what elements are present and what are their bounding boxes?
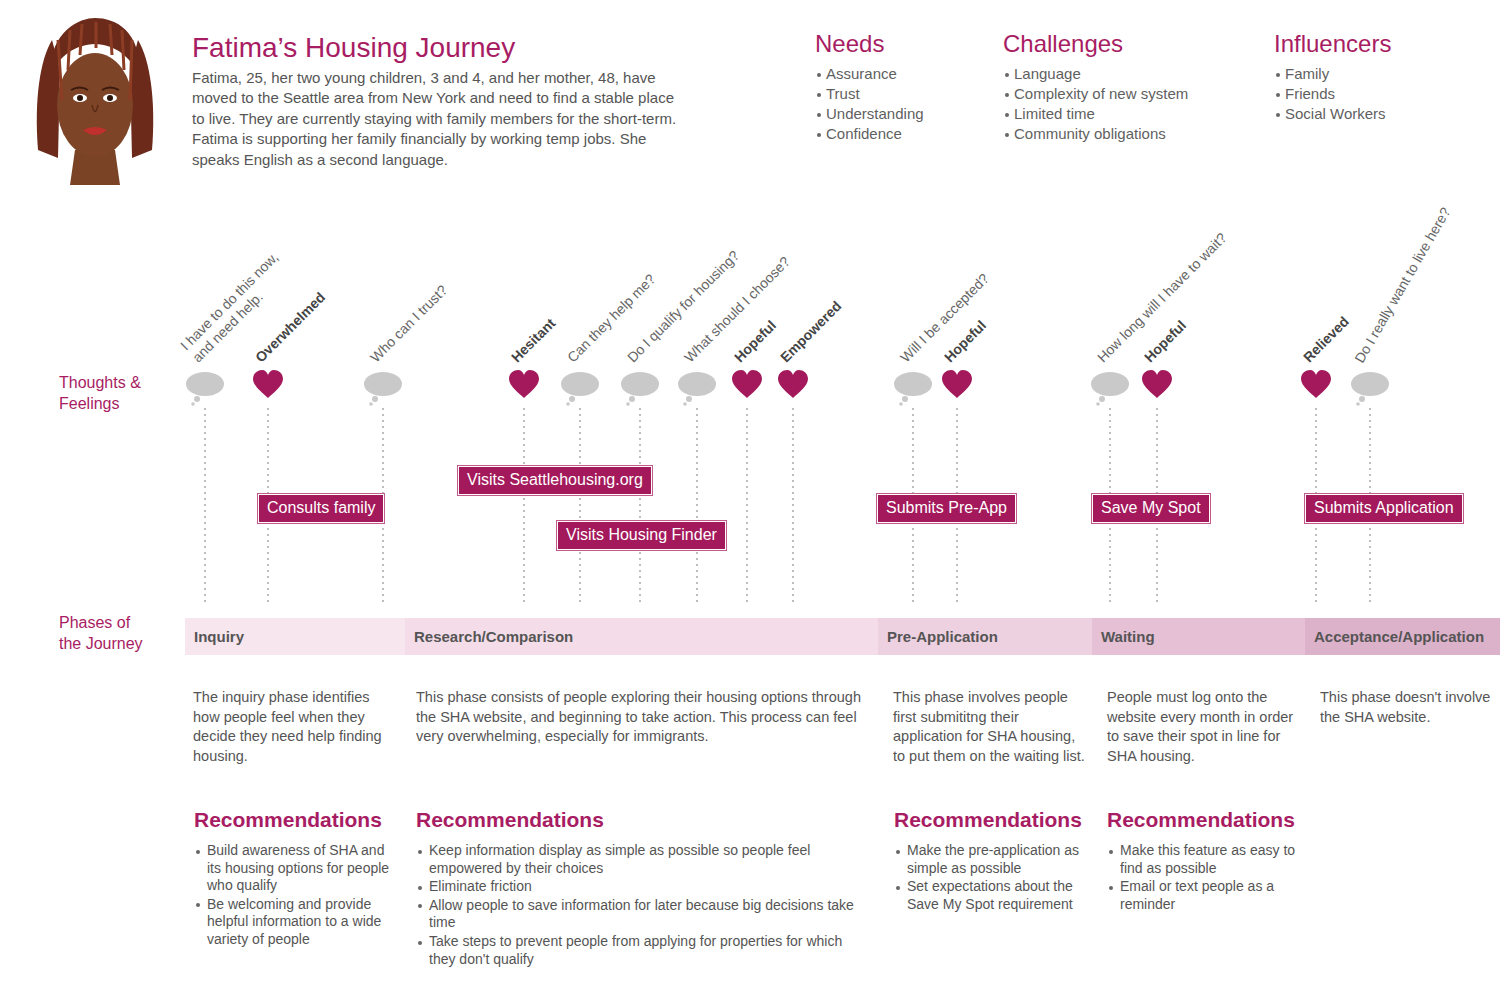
phase-name: Pre-Application <box>887 628 998 645</box>
list-item: Family <box>1274 65 1329 82</box>
recommendation-column: Keep information display as simple as po… <box>416 842 861 969</box>
recommendations-heading: Recommendations <box>194 808 382 832</box>
action-box: Submits Application <box>1305 494 1463 523</box>
recommendation-item: Set expectations about the Save My Spot … <box>894 878 1082 913</box>
phase-description: This phase involves people first submiti… <box>893 688 1091 766</box>
feeling-text: Relieved <box>1300 313 1353 366</box>
persona-description: Fatima, 25, her two young children, 3 an… <box>192 68 682 170</box>
phase-description: This phase doesn't involve the SHA websi… <box>1320 688 1492 727</box>
list-item: Assurance <box>815 65 897 82</box>
recommendation-item: Make this feature as easy to find as pos… <box>1107 842 1297 877</box>
action-label: Visits Housing Finder <box>566 525 717 545</box>
recommendation-item: Be welcoming and provide helpful informa… <box>194 896 392 949</box>
feeling-text: Hopeful <box>731 317 780 366</box>
bullet-dot <box>1276 113 1280 117</box>
recommendation-item: Eliminate friction <box>416 878 861 896</box>
row-label: Phases of the Journey <box>59 612 151 654</box>
bullet-dot <box>1276 93 1280 97</box>
feeling-text: Empowered <box>777 298 845 366</box>
phase-description: People must log onto the website every m… <box>1107 688 1302 766</box>
list-item: Complexity of new system <box>1003 85 1188 102</box>
bullet-dot <box>196 850 200 854</box>
recommendations-heading: Recommendations <box>894 808 1082 832</box>
phase-band: Pre-Application <box>878 618 1092 655</box>
row-label: Thoughts & Feelings <box>59 372 151 414</box>
list-item: Understanding <box>815 105 924 122</box>
action-box: Consults family <box>258 494 384 523</box>
recommendation-column: Make the pre-application as simple as po… <box>894 842 1082 914</box>
recommendation-column: Build awareness of SHA and its housing o… <box>194 842 392 950</box>
phase-band: Acceptance/Application <box>1305 618 1500 655</box>
bullet-dot <box>817 73 821 77</box>
section-heading: Challenges <box>1003 30 1123 58</box>
recommendation-item: Keep information display as simple as po… <box>416 842 861 877</box>
action-label: Submits Application <box>1314 498 1454 518</box>
phase-band: Research/Comparison <box>405 618 878 655</box>
bullet-dot <box>896 850 900 854</box>
phase-name: Research/Comparison <box>414 628 573 645</box>
phase-name: Inquiry <box>194 628 244 645</box>
bullet-dot <box>1109 850 1113 854</box>
action-label: Save My Spot <box>1101 498 1201 518</box>
bullet-dot <box>418 941 422 945</box>
bullet-dot <box>418 904 422 908</box>
recommendations-heading: Recommendations <box>416 808 604 832</box>
journey-title: Fatima’s Housing Journey <box>192 32 515 64</box>
bullet-dot <box>817 133 821 137</box>
bullet-dot <box>418 850 422 854</box>
bullet-dot <box>1005 133 1009 137</box>
action-label: Submits Pre-App <box>886 498 1007 518</box>
action-label: Visits Seattlehousing.org <box>467 470 643 490</box>
phase-name: Waiting <box>1101 628 1155 645</box>
feeling-text: Hopeful <box>1141 317 1190 366</box>
bullet-dot <box>1276 73 1280 77</box>
action-box: Visits Seattlehousing.org <box>458 466 652 495</box>
action-box: Visits Housing Finder <box>557 521 726 550</box>
avatar-illustration <box>37 18 153 185</box>
phase-description: The inquiry phase identifies how people … <box>193 688 393 766</box>
recommendation-item: Take steps to prevent people from applyi… <box>416 933 861 968</box>
list-item: Friends <box>1274 85 1335 102</box>
thought-text: I have to do this now, and need help. <box>177 236 307 366</box>
phase-description: This phase consists of people exploring … <box>416 688 861 747</box>
list-item: Limited time <box>1003 105 1095 122</box>
bullet-dot <box>1005 93 1009 97</box>
bullet-dot <box>896 886 900 890</box>
bullet-dot <box>817 113 821 117</box>
phase-band: Waiting <box>1092 618 1305 655</box>
list-item: Social Workers <box>1274 105 1386 122</box>
guide-lines <box>205 408 1370 605</box>
recommendation-item: Allow people to save information for lat… <box>416 897 861 932</box>
feeling-hearts <box>253 370 1331 398</box>
section-heading: Needs <box>815 30 884 58</box>
action-box: Submits Pre-App <box>877 494 1016 523</box>
recommendation-item: Make the pre-application as simple as po… <box>894 842 1082 877</box>
list-item: Confidence <box>815 125 902 142</box>
list-item: Community obligations <box>1003 125 1166 142</box>
recommendation-item: Build awareness of SHA and its housing o… <box>194 842 392 895</box>
thought-text: Who can I trust? <box>367 282 451 366</box>
bullet-dot <box>196 903 200 907</box>
thought-text: Do I really want to live here? <box>1351 205 1454 366</box>
bullet-dot <box>1005 73 1009 77</box>
action-box: Save My Spot <box>1092 494 1210 523</box>
bullet-dot <box>817 93 821 97</box>
bullet-dot <box>418 886 422 890</box>
action-label: Consults family <box>267 498 375 518</box>
bullet-dot <box>1109 886 1113 890</box>
recommendations-heading: Recommendations <box>1107 808 1295 832</box>
list-item: Trust <box>815 85 860 102</box>
feeling-text: Hesitant <box>508 315 559 366</box>
phase-name: Acceptance/Application <box>1314 628 1484 645</box>
phase-band: Inquiry <box>185 618 405 655</box>
recommendation-item: Email or text people as a reminder <box>1107 878 1297 913</box>
thought-text: Do I qualify for housing? <box>624 247 743 366</box>
recommendation-column: Make this feature as easy to find as pos… <box>1107 842 1297 914</box>
list-item: Language <box>1003 65 1081 82</box>
bullet-dot <box>1005 113 1009 117</box>
section-heading: Influencers <box>1274 30 1391 58</box>
